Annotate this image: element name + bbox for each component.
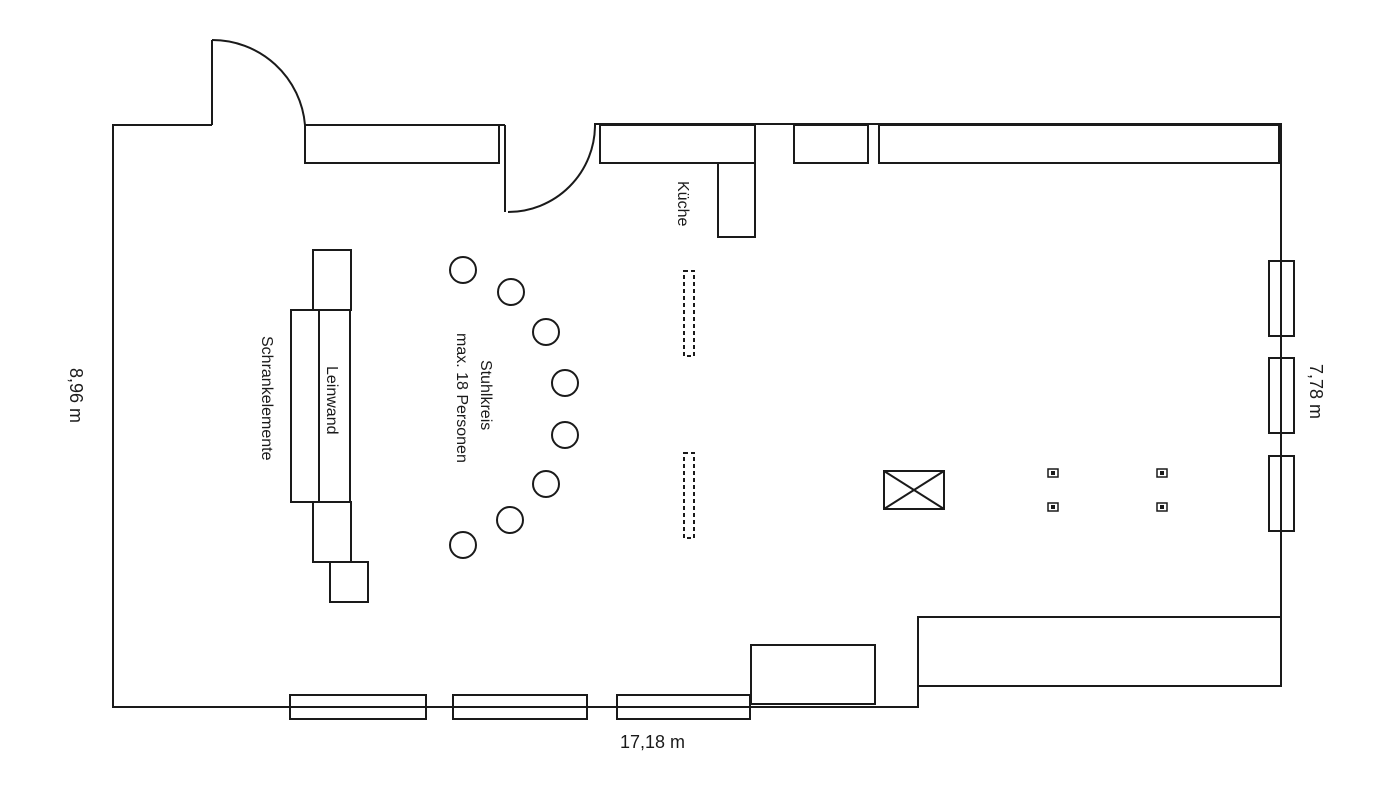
cabinets-label: Schrankelemente	[258, 336, 275, 461]
door-top-left	[211, 38, 306, 163]
top-cabinet-2	[793, 124, 869, 164]
chair-circle-label-line1: Stuhlkreis	[477, 360, 494, 430]
chair	[496, 506, 524, 534]
top-cabinet-3	[878, 124, 1280, 164]
kitchen-counter-top	[599, 124, 756, 164]
cabinet-element-bottom	[312, 501, 352, 563]
cabinet-element-small	[329, 561, 369, 603]
chair	[449, 531, 477, 559]
top-cabinet-1	[304, 124, 500, 164]
chair	[551, 421, 579, 449]
door-top-middle	[507, 124, 596, 213]
dimension-right: 7,78 m	[1306, 364, 1326, 419]
chair-circle-label-line2: max. 18 Personen	[453, 333, 470, 463]
kitchen-label: Küche	[674, 181, 691, 226]
dashed-table-top	[683, 270, 695, 357]
dashed-table-bottom	[683, 452, 695, 539]
right-windows	[1268, 260, 1295, 532]
cabinet-element-top	[312, 249, 352, 311]
column-cross	[883, 470, 945, 510]
chair	[497, 278, 525, 306]
screen-label: Leinwand	[323, 366, 340, 435]
kitchen-counter-side	[717, 162, 756, 238]
bottom-windows	[289, 694, 751, 720]
dimension-bottom: 17,18 m	[620, 732, 685, 752]
bottom-right-cabinet	[917, 616, 1282, 687]
chair	[449, 256, 477, 284]
chair	[532, 318, 560, 346]
floor-outlets	[1047, 468, 1168, 512]
dimension-left: 8,96 m	[66, 368, 86, 423]
chair-circle	[449, 256, 579, 559]
chair	[551, 369, 579, 397]
bottom-cabinet	[750, 644, 876, 705]
chair	[532, 470, 560, 498]
cabinet-element-long	[290, 309, 320, 503]
